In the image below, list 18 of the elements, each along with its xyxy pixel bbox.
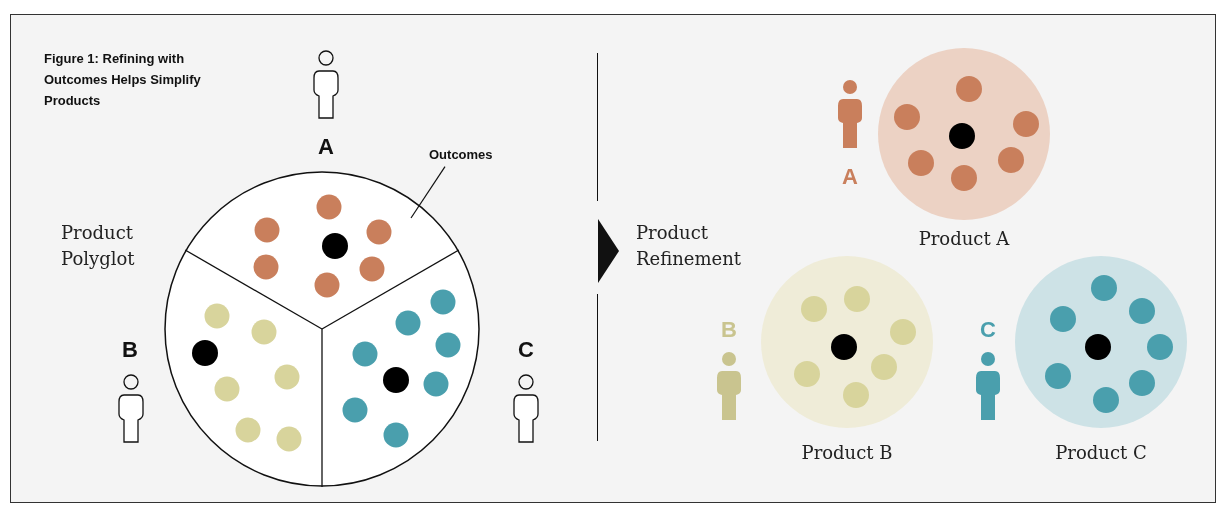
leader-line	[410, 166, 446, 219]
user-letter: B	[720, 317, 738, 343]
product-label: Product A	[917, 227, 1011, 251]
user-letter: B	[121, 337, 139, 363]
product-label: Product B	[800, 441, 894, 465]
callout-text: Outcomes	[429, 146, 493, 164]
product-circle-drawing	[761, 256, 933, 428]
section-label: Product Polyglot	[61, 221, 136, 271]
figure-title: Figure 1: Refining with Outcomes Helps Simplify Products	[44, 50, 202, 110]
product-circle-drawing	[1015, 256, 1187, 428]
user-letter: C	[517, 337, 535, 363]
product-label: Product C	[1054, 441, 1148, 465]
product-circle-drawing	[878, 48, 1050, 220]
segmented-circle-drawing	[164, 171, 480, 487]
user-letter: A	[841, 164, 859, 190]
user-letter: A	[317, 134, 335, 160]
user-letter: C	[979, 317, 997, 343]
section-label: Product Refinement	[636, 221, 742, 271]
